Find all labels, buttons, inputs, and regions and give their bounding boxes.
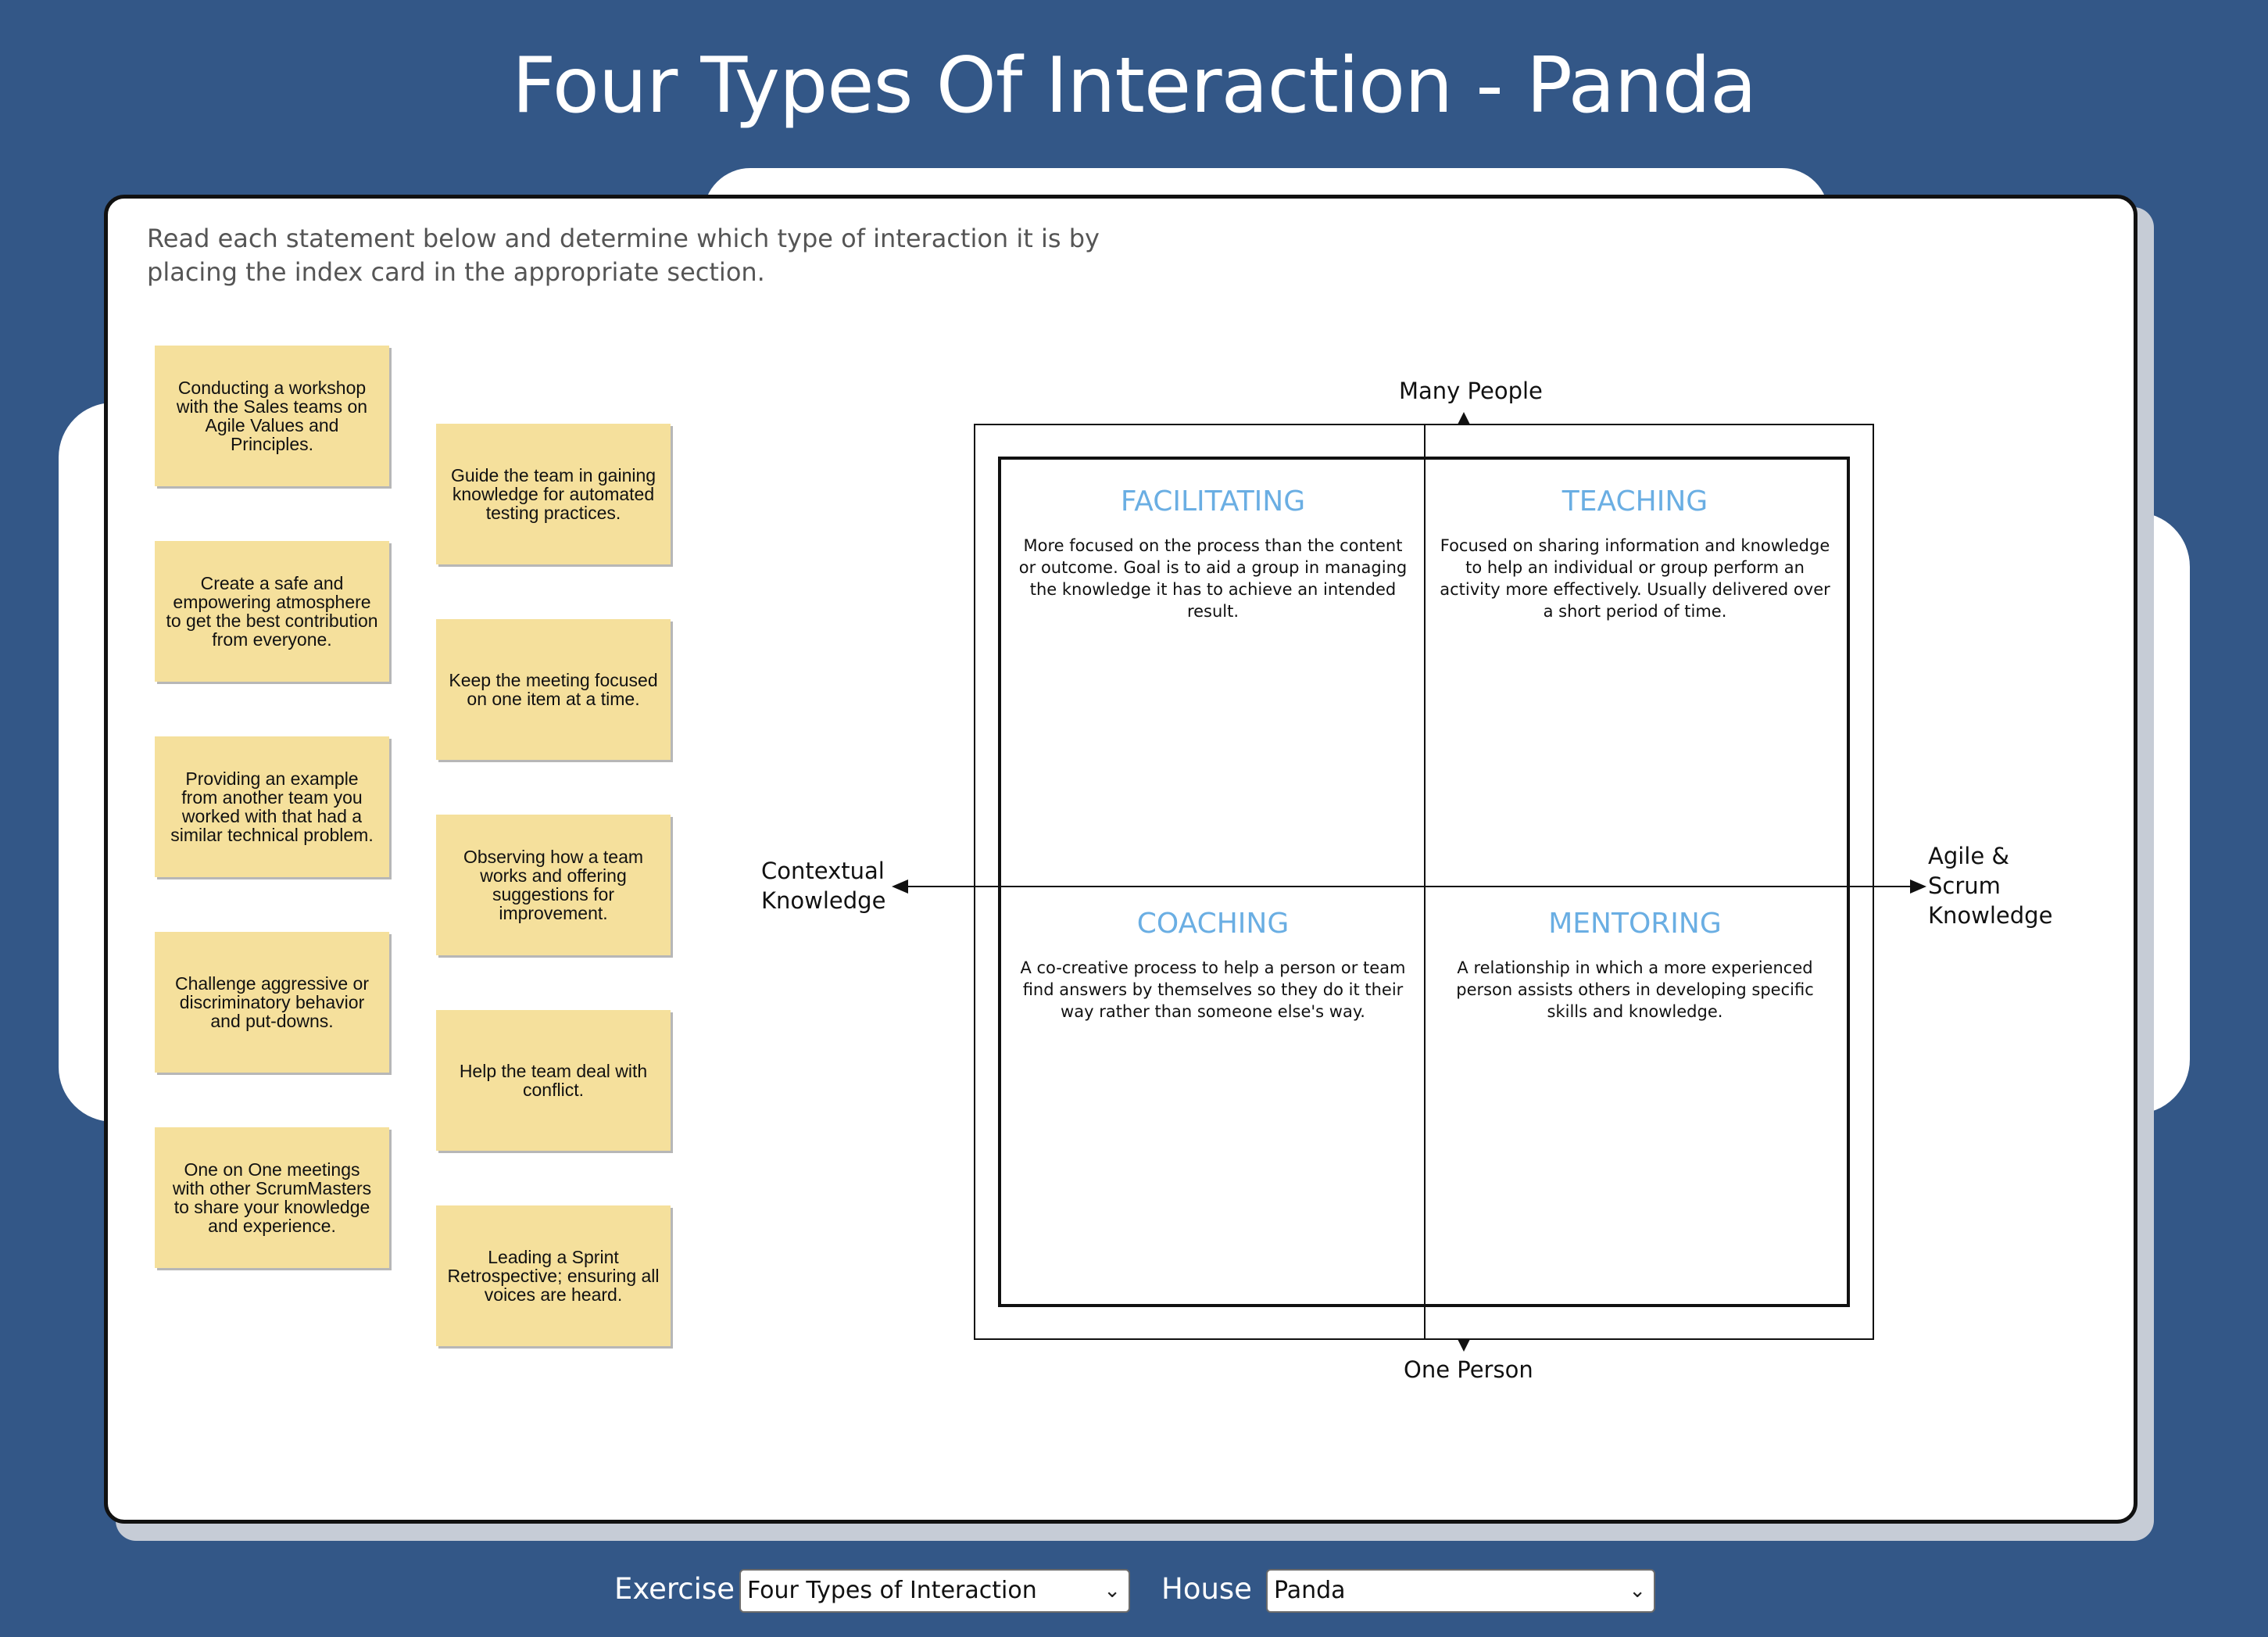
- index-card[interactable]: Leading a Sprint Retrospective; ensuring…: [436, 1205, 671, 1346]
- index-card-text: Providing an example from another team y…: [170, 768, 374, 845]
- chevron-down-icon: ⌄: [1629, 1579, 1646, 1603]
- exercise-select[interactable]: Four Types of Interaction ⌄: [739, 1569, 1130, 1613]
- exercise-label: Exercise: [614, 1572, 735, 1606]
- quadrant-desc-facilitating: More focused on the process than the con…: [1018, 536, 1408, 621]
- index-card-text: Create a safe and empowering atmosphere …: [166, 573, 378, 650]
- index-card-text: Keep the meeting focused on one item at …: [449, 670, 658, 709]
- index-card-text: Help the team deal with conflict.: [459, 1061, 648, 1100]
- quadrant-desc-mentoring: A relationship in which a more experienc…: [1456, 958, 1814, 1021]
- index-card-text: One on One meetings with other ScrumMast…: [172, 1159, 372, 1236]
- house-select-value: Panda: [1274, 1577, 1346, 1604]
- exercise-select-value: Four Types of Interaction: [747, 1577, 1037, 1604]
- index-card[interactable]: Guide the team in gaining knowledge for …: [436, 424, 671, 564]
- page-title: Four Types Of Interaction - Panda: [512, 41, 1757, 131]
- index-card[interactable]: Conducting a workshop with the Sales tea…: [155, 346, 389, 486]
- index-card[interactable]: Challenge aggressive or discriminatory b…: [155, 932, 389, 1073]
- index-card-text: Guide the team in gaining knowledge for …: [450, 465, 656, 523]
- quadrant-title-teaching: TEACHING: [1561, 485, 1708, 518]
- axis-label-top: Many People: [1399, 378, 1543, 404]
- quadrant-title-facilitating: FACILITATING: [1120, 485, 1306, 518]
- index-card-text: Conducting a workshop with the Sales tea…: [176, 378, 368, 454]
- quadrant-desc-coaching: A co-creative process to help a person o…: [1020, 958, 1406, 1021]
- house-label: House: [1161, 1572, 1252, 1606]
- instructions-text: Read each statement below and determine …: [147, 224, 1100, 287]
- index-card[interactable]: One on One meetings with other ScrumMast…: [155, 1127, 389, 1268]
- axis-label-left: Contextual Knowledge: [761, 858, 886, 914]
- index-card[interactable]: Create a safe and empowering atmosphere …: [155, 541, 389, 682]
- axis-label-right: Agile & Scrum Knowledge: [1928, 843, 2053, 929]
- exercise-card: [104, 195, 2137, 1524]
- house-select[interactable]: Panda ⌄: [1266, 1569, 1655, 1613]
- index-card-text: Observing how a team works and offering …: [463, 847, 644, 923]
- axis-label-bottom: One Person: [1404, 1356, 1533, 1383]
- index-card[interactable]: Keep the meeting focused on one item at …: [436, 619, 671, 760]
- quadrant-title-mentoring: MENTORING: [1548, 908, 1722, 940]
- quadrant-desc-teaching: Focused on sharing information and knowl…: [1440, 536, 1830, 621]
- chevron-down-icon: ⌄: [1104, 1579, 1121, 1603]
- index-card-text: Leading a Sprint Retrospective; ensuring…: [447, 1247, 660, 1305]
- index-card-text: Challenge aggressive or discriminatory b…: [174, 973, 370, 1031]
- index-card[interactable]: Observing how a team works and offering …: [436, 815, 671, 955]
- quadrant-title-coaching: COACHING: [1136, 908, 1290, 940]
- index-card[interactable]: Help the team deal with conflict.: [436, 1010, 671, 1151]
- index-card[interactable]: Providing an example from another team y…: [155, 736, 389, 877]
